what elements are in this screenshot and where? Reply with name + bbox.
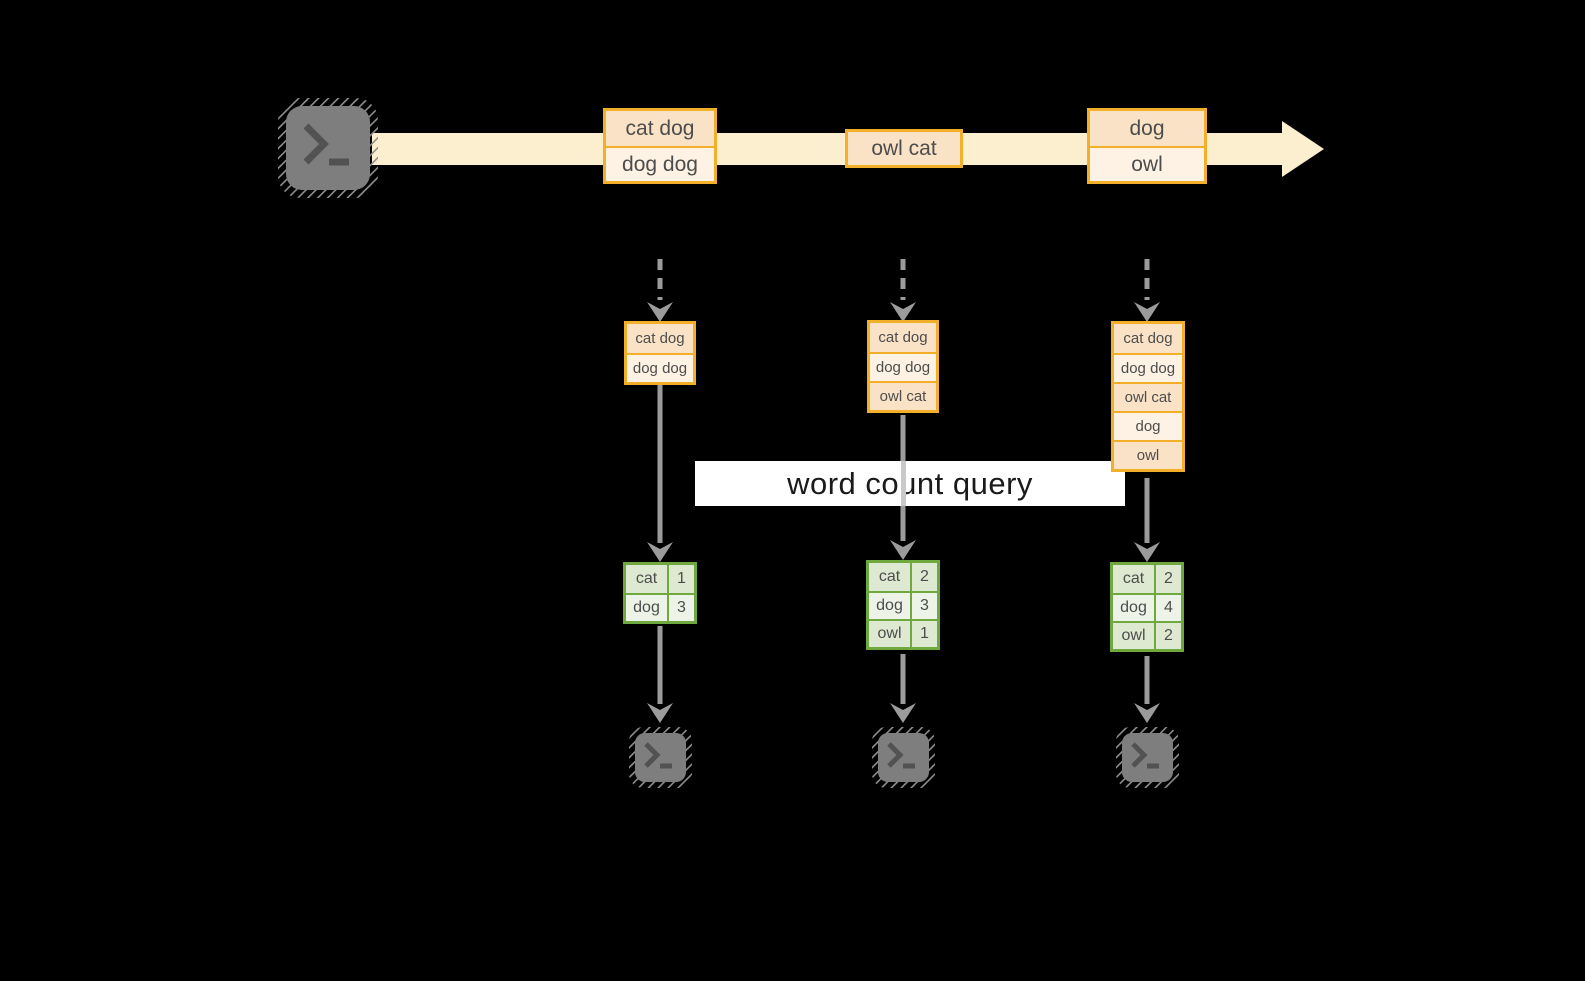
table-row: dog 4 [1113,593,1181,621]
word-cell: dog [1113,595,1156,621]
trigger-arrow-2 [890,259,916,322]
result-table-1: cat 1 dog 3 [623,562,697,624]
input-state-stack-3: cat dog dog dog owl cat dog owl [1111,321,1185,472]
arrow-through-label [901,461,906,506]
result-table-3: cat 2 dog 4 owl 2 [1110,562,1184,652]
word-cell: cat [626,565,669,593]
event-text: cat dog [1114,324,1182,353]
table-row: dog 3 [626,593,694,621]
trigger-arrow-1 [647,259,673,322]
count-cell: 3 [920,597,929,614]
count-cell: 1 [677,570,686,587]
event-text: dog dog [1114,353,1182,382]
word-cell: dog [626,595,669,621]
event-text: dog [1114,411,1182,440]
event-text: owl [1090,146,1204,181]
event-text: dog dog [627,353,693,382]
count-cell: 1 [920,625,929,642]
word-cell: cat [869,563,912,591]
count-cell: 4 [1164,599,1173,616]
event-text: cat dog [606,111,714,146]
input-state-stack-1: cat dog dog dog [624,321,696,385]
table-row: cat 2 [1113,565,1181,593]
word-cell: owl [869,621,912,647]
state-to-result-arrow-3 [1134,478,1160,562]
result-table-2: cat 2 dog 3 owl 1 [866,560,940,650]
event-text: owl cat [1114,382,1182,411]
word-cell: cat [1113,565,1156,593]
source-terminal-icon [278,98,378,203]
event-text: dog dog [870,352,936,381]
count-cell: 3 [677,599,686,616]
word-cell: dog [869,593,912,619]
count-cell: 2 [1164,627,1173,644]
word-cell: owl [1113,623,1156,649]
table-row: dog 3 [869,591,937,619]
sink-terminal-icon-1 [629,727,692,793]
table-row: cat 1 [626,565,694,593]
event-text: owl cat [870,381,936,410]
count-cell: 2 [920,568,929,585]
table-row: owl 2 [1113,621,1181,649]
sink-terminal-icon-3 [1116,727,1179,793]
query-label: word count query [695,461,1125,506]
result-to-sink-arrow-2 [890,654,916,723]
event-text: owl cat [848,132,960,165]
table-row: cat 2 [869,563,937,591]
stream-batch-2: owl cat [845,129,963,168]
result-to-sink-arrow-3 [1134,656,1160,723]
stream-batch-1: cat dog dog dog [603,108,717,184]
event-text: owl [1114,440,1182,469]
sink-terminal-icon-2 [872,727,935,793]
table-row: owl 1 [869,619,937,647]
event-text: cat dog [870,323,936,352]
result-to-sink-arrow-1 [647,626,673,723]
state-to-result-arrow-1 [647,385,673,562]
event-text: dog dog [606,146,714,181]
stream-batch-3: dog owl [1087,108,1207,184]
input-state-stack-2: cat dog dog dog owl cat [867,320,939,413]
trigger-arrow-3 [1134,259,1160,322]
event-text: dog [1090,111,1204,146]
count-cell: 2 [1164,570,1173,587]
event-text: cat dog [627,324,693,353]
